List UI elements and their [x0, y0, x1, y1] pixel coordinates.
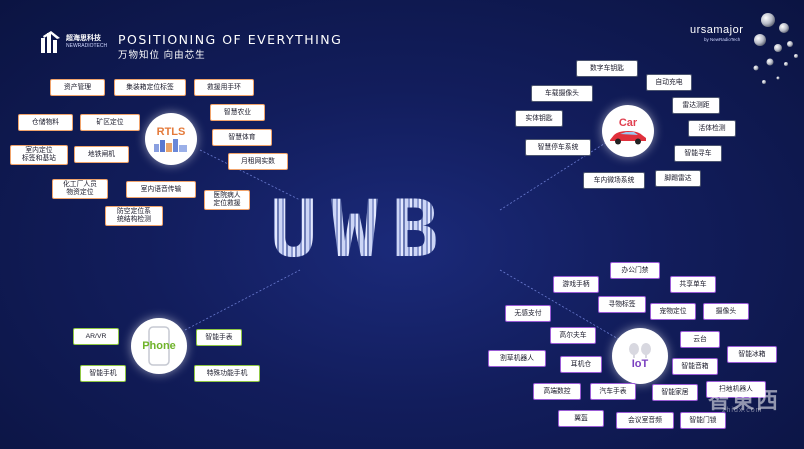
iot-item: 智能门锁: [680, 412, 726, 429]
rtls-item: 室内语音传输: [126, 181, 196, 198]
iot-item: 共享单车: [670, 276, 716, 293]
phone-item: AR/VR: [73, 328, 119, 345]
hub-rtls: RTLS: [145, 113, 197, 165]
iot-item: 扫地机器人: [706, 381, 766, 398]
iot-item: 汽车手表: [590, 383, 636, 400]
iot-item: 游戏手柄: [553, 276, 599, 293]
earbuds-icon: [629, 343, 651, 358]
page-subheadline: 万物知位 向由芯生: [118, 50, 206, 61]
iot-item: 宠物定位: [650, 303, 696, 320]
rtls-item: 资产管理: [50, 79, 105, 96]
car-item: 实体钥匙: [515, 110, 563, 127]
hub-phone: Phone: [131, 318, 187, 374]
phone-icon: [148, 326, 170, 366]
hub-car: Car: [602, 105, 654, 157]
car-icon: [610, 131, 646, 145]
iot-item: 云台: [680, 331, 720, 348]
iot-item: 高端数控: [533, 383, 581, 400]
iot-item: 智能家居: [652, 384, 698, 401]
hub-iot-label: IoT: [631, 358, 649, 370]
spheres-decoration-icon: [753, 13, 798, 84]
rtls-item: 矿区定位: [80, 114, 140, 131]
rtls-item: 室内定位 标签和基站: [10, 145, 68, 165]
iot-item: 耳机仓: [560, 356, 602, 373]
brand-logo-icon: [41, 31, 60, 53]
city-skyline-icon: [154, 139, 187, 152]
car-item: 车内微场系统: [583, 172, 645, 189]
rtls-item: 智慧农业: [210, 104, 265, 121]
iot-item: 割草机器人: [488, 350, 546, 367]
iot-item: 翼盔: [558, 410, 604, 427]
car-item: 活体检测: [688, 120, 736, 137]
rtls-item: 月租网实数: [228, 153, 288, 170]
brand-name-en: NEWRADIOTECH: [66, 43, 108, 49]
brand-name-cn: 超海思科技: [66, 35, 101, 42]
hub-rtls-label: RTLS: [156, 126, 186, 138]
watermark-logo: 智東西: [708, 388, 781, 413]
iot-item: 寻物标签: [598, 296, 646, 313]
rtls-item: 防空定位系 统结构检测: [105, 206, 163, 226]
iot-item: 办公门禁: [610, 262, 660, 279]
rtls-item: 救援用手环: [194, 79, 254, 96]
iot-item: 会议室音频: [616, 412, 674, 429]
partner-logo-sub: by NewRadioTech: [704, 37, 741, 42]
car-item: 雷达测距: [672, 97, 720, 114]
partner-logo-text: ursamajor: [690, 24, 744, 36]
phone-item: 特殊功能手机: [194, 365, 260, 382]
rtls-item: 仓储物料: [18, 114, 73, 131]
hub-car-label: Car: [618, 117, 638, 129]
phone-item: 智能手机: [80, 365, 126, 382]
car-item: 智慧停车系统: [525, 139, 591, 156]
car-item: 数字车钥匙: [576, 60, 638, 77]
car-item: 车载摄像头: [531, 85, 593, 102]
watermark-url: zhidx.com: [722, 407, 763, 414]
rtls-item: 化工厂人员 物资定位: [52, 179, 108, 199]
car-item: 脚踢雷达: [655, 170, 701, 187]
hub-iot: IoT: [612, 328, 668, 384]
car-item: 自动充电: [646, 74, 692, 91]
iot-item: 摄像头: [703, 303, 749, 320]
iot-item: 智能音箱: [672, 358, 718, 375]
rtls-item: 智慧体育: [212, 129, 272, 146]
rtls-item: 医院病人 定位救援: [204, 190, 250, 210]
rtls-item: 集装箱定位标签: [114, 79, 186, 96]
car-item: 智能寻车: [674, 145, 722, 162]
iot-item: 智能冰箱: [727, 346, 777, 363]
page-headline: POSITIONING OF EVERYTHING: [118, 32, 343, 47]
iot-item: 无感支付: [505, 305, 551, 322]
rtls-item: 地铁闸机: [74, 146, 129, 163]
center-uwb-title: UWB: [270, 185, 453, 275]
phone-item: 智能手表: [196, 329, 242, 346]
hub-phone-label: Phone: [142, 340, 176, 352]
iot-item: 高尔夫车: [550, 327, 596, 344]
